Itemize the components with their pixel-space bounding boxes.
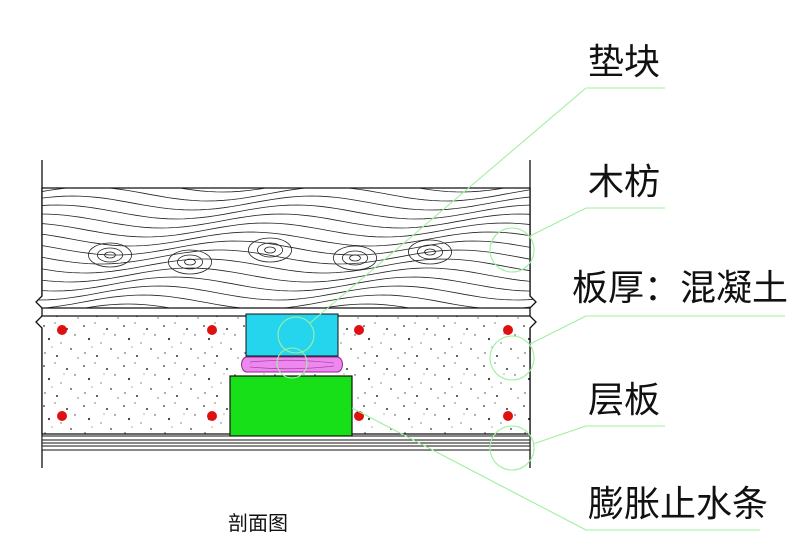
wood-grain-line <box>36 188 536 202</box>
swelling-strip <box>241 356 343 373</box>
rebar <box>503 411 513 421</box>
wood-knot <box>97 247 124 263</box>
label-formwork: 层板 <box>588 380 660 421</box>
wood-grain-line <box>36 222 536 238</box>
label-pad-block: 垫块 <box>588 42 660 83</box>
wood-knot <box>341 250 368 266</box>
rebar <box>207 411 217 421</box>
wood-grain-line <box>36 204 536 220</box>
rebar <box>503 325 513 335</box>
wood-grain-line <box>36 285 536 301</box>
pad-block <box>245 313 339 357</box>
wood-knot <box>424 248 436 256</box>
wood-knot <box>407 239 452 265</box>
wood-grain-line <box>36 195 536 211</box>
wood-grain-line <box>36 249 536 265</box>
wood-grain-line <box>36 276 536 292</box>
wood-grain-line <box>36 258 536 274</box>
wood-grain-line <box>36 303 536 308</box>
rebar <box>354 411 364 421</box>
wood-grain-line <box>36 213 536 229</box>
waterstop-block <box>229 375 353 437</box>
callout-circle-formwork <box>489 425 535 471</box>
rebar <box>207 325 217 335</box>
wood-knot <box>349 254 361 262</box>
wood-knot <box>416 244 443 260</box>
wood-knot <box>88 242 133 268</box>
swelling-strip-texture <box>249 359 335 370</box>
callout-circle-strip <box>276 347 308 379</box>
rebar-group <box>57 325 513 421</box>
wood-grain-line <box>36 188 536 193</box>
wood-knot <box>247 237 292 263</box>
timber-layer <box>0 169 560 309</box>
formwork-plank <box>41 435 531 451</box>
wood-knot <box>104 251 116 259</box>
wood-knot <box>176 254 203 270</box>
callout-circle-timber <box>489 227 535 273</box>
label-timber: 木枋 <box>588 162 660 203</box>
callout-circle-pad-block <box>277 316 315 354</box>
callout-circle-slab <box>489 335 535 381</box>
concrete-slab <box>35 315 537 435</box>
label-waterstop: 膨胀止水条 <box>588 484 768 525</box>
wood-knot <box>256 242 283 258</box>
wood-grain-line <box>36 231 536 247</box>
wood-knot <box>184 258 196 266</box>
rebar <box>57 325 67 335</box>
wood-knot <box>332 245 377 271</box>
leader-lines <box>276 87 785 531</box>
wood-grain-line <box>36 267 536 283</box>
label-slab: 板厚：混凝土 <box>572 268 788 309</box>
diagram-caption: 剖面图 <box>228 511 288 535</box>
wood-knot <box>264 246 276 254</box>
wood-grain-line <box>0 169 560 183</box>
wood-grain-line <box>36 294 536 308</box>
wood-knot <box>167 249 212 275</box>
rebar <box>354 325 364 335</box>
rebar <box>57 411 67 421</box>
